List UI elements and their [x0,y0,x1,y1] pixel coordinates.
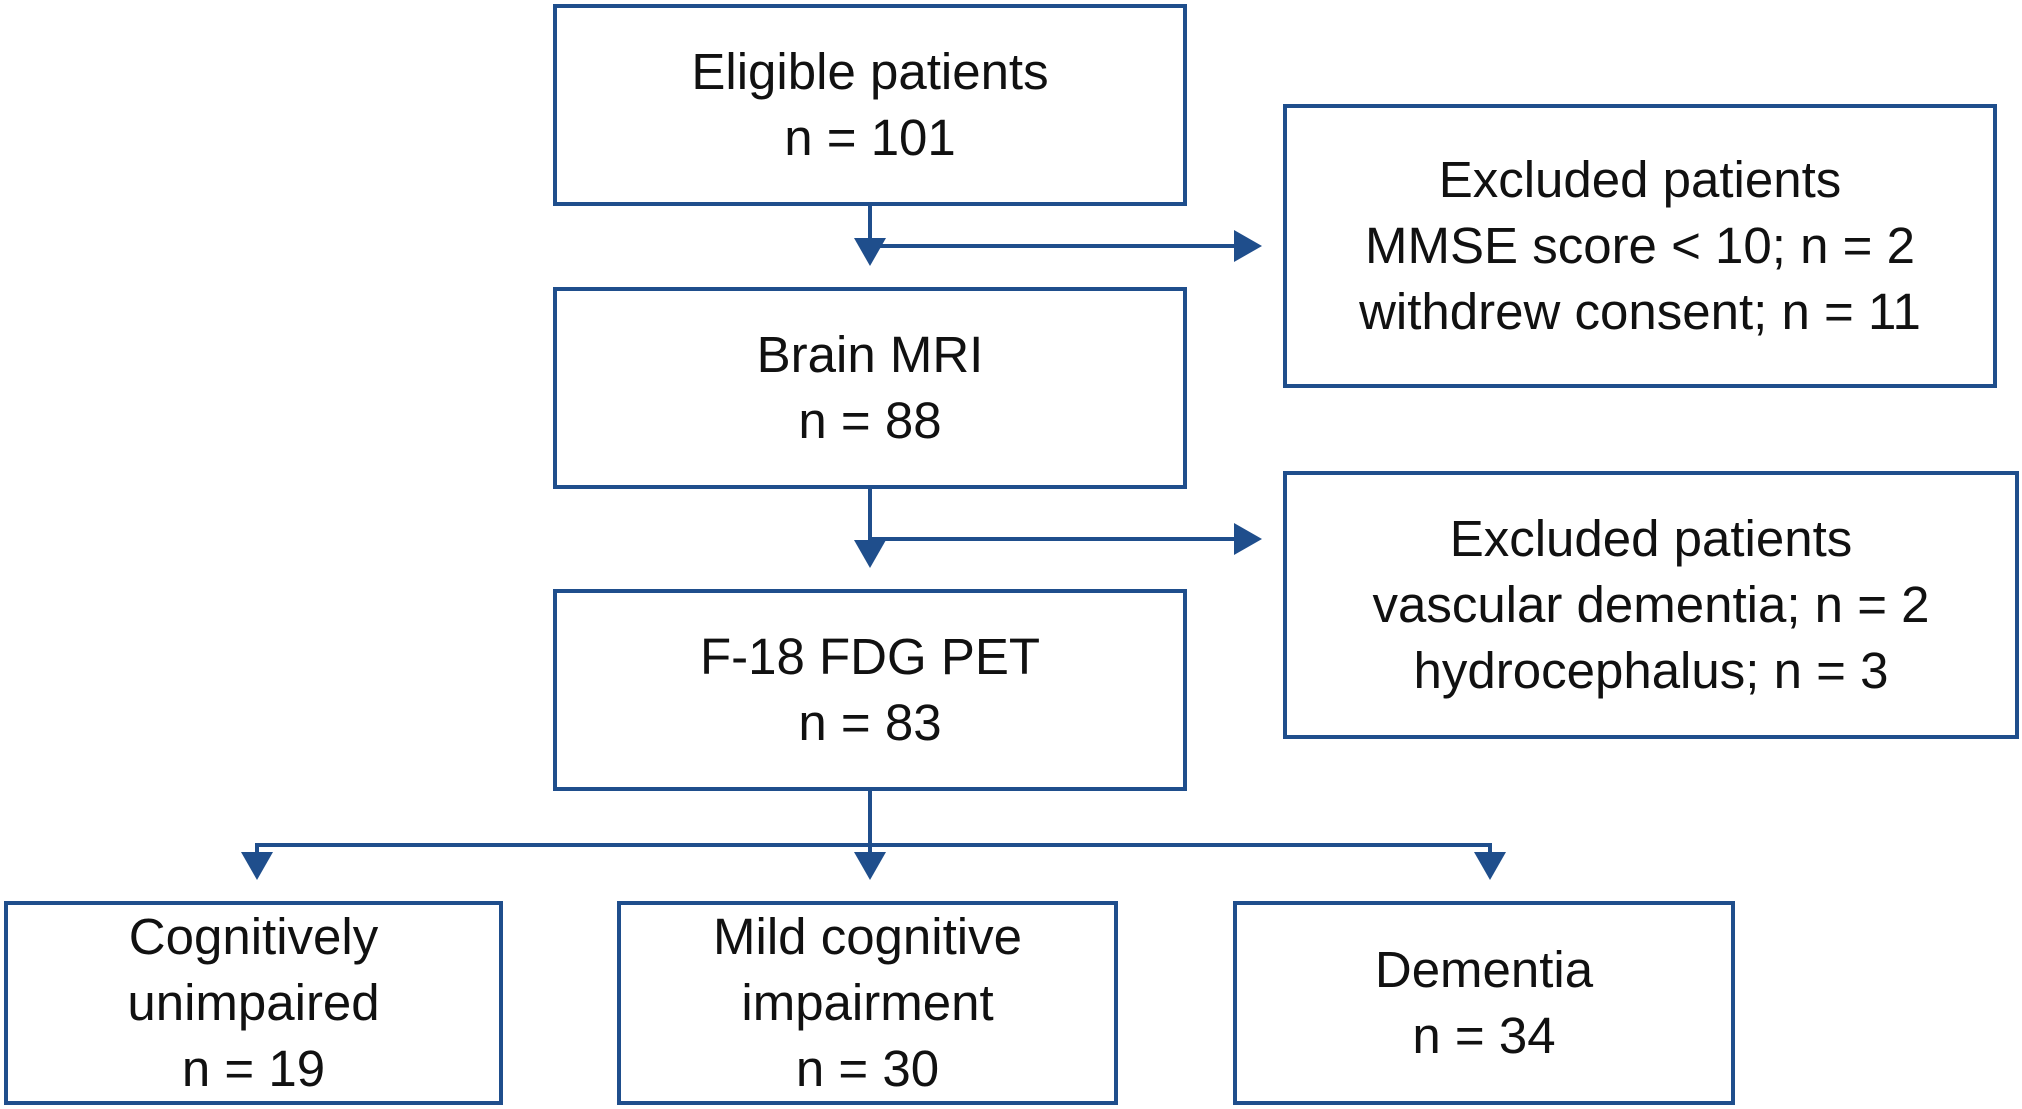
excluded-1-title: Excluded patients [1438,151,1842,208]
brain-mri-title: Brain MRI [756,326,984,383]
fdg-pet-title: F-18 FDG PET [699,628,1041,685]
excluded-2-vascular: vascular dementia; n = 2 [1372,576,1930,633]
cu-line-2: unimpaired [127,974,380,1031]
eligible-patients-box: Eligible patients n = 101 [553,4,1187,206]
fdg-pet-count: n = 83 [798,694,942,751]
mild-cognitive-impairment-box: Mild cognitive impairment n = 30 [617,901,1118,1105]
dementia-title: Dementia [1374,941,1594,998]
excluded-1-mmse: MMSE score < 10; n = 2 [1365,217,1915,274]
dementia-count: n = 34 [1412,1007,1556,1064]
brain-mri-box: Brain MRI n = 88 [553,287,1187,489]
eligible-count: n = 101 [784,109,956,166]
excluded-2-hydrocephalus: hydrocephalus; n = 3 [1413,642,1889,699]
excluded-patients-box-2: Excluded patients vascular dementia; n =… [1283,471,2019,739]
cu-count: n = 19 [181,1040,326,1097]
excluded-1-withdrew: withdrew consent; n = 11 [1359,283,1921,340]
brain-mri-count: n = 88 [798,392,942,449]
excluded-patients-box-1: Excluded patients MMSE score < 10; n = 2… [1283,104,1997,388]
dementia-box: Dementia n = 34 [1233,901,1735,1105]
fdg-pet-box: F-18 FDG PET n = 83 [553,589,1187,791]
eligible-title: Eligible patients [691,43,1049,100]
mci-count: n = 30 [795,1040,940,1097]
cognitively-unimpaired-box: Cognitively unimpaired n = 19 [4,901,503,1105]
mci-line-2: impairment [741,974,994,1031]
mci-line-1: Mild cognitive [713,908,1022,965]
cu-line-1: Cognitively [128,908,379,965]
excluded-2-title: Excluded patients [1449,510,1853,567]
